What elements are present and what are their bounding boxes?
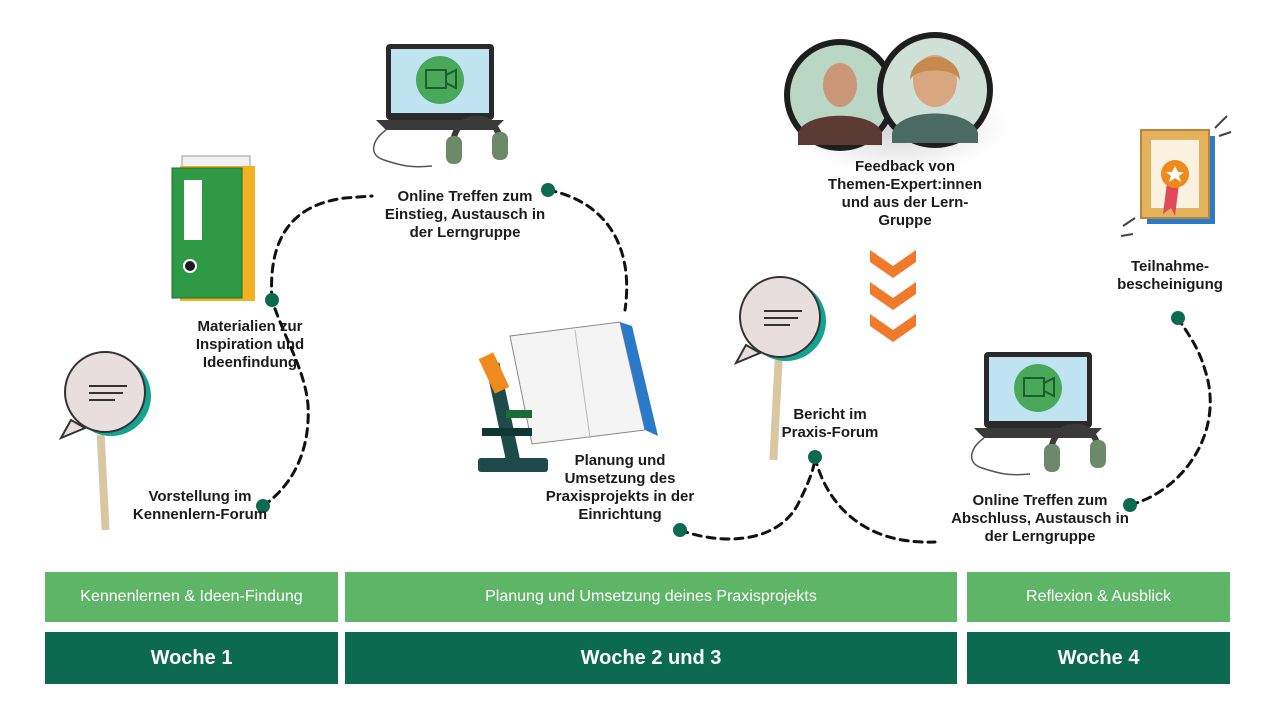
phase-bar-kennenlernen: Kennenlernen & Ideen-Findung	[45, 572, 338, 622]
step-label-online-treffen-abschluss: Online Treffen zum Abschluss, Austausch …	[951, 492, 1129, 545]
node-dot	[808, 450, 822, 464]
certificate-icon	[1120, 115, 1232, 237]
speech-sign-icon	[58, 351, 151, 531]
week-bar-2-3: Woche 2 und 3	[345, 632, 957, 684]
binder-icon	[171, 155, 255, 301]
week-bar-4: Woche 4	[967, 632, 1230, 684]
expert-photos	[784, 32, 1008, 173]
phase-bar-planung: Planung und Umsetzung deines Praxisproje…	[345, 572, 957, 622]
node-dot	[541, 183, 555, 197]
microscope-notebook-icon	[478, 321, 658, 472]
node-dot	[256, 499, 270, 513]
step-label-online-treffen-einstieg: Online Treffen zum Einstieg, Austausch i…	[384, 188, 546, 241]
week-bar-1: Woche 1	[45, 632, 338, 684]
step-label-feedback: Feedback von Themen-Expert:innen und aus…	[827, 158, 983, 229]
node-dot	[265, 293, 279, 307]
step-label-bericht: Bericht im Praxis-Forum	[781, 406, 879, 441]
phase-bar-reflexion: Reflexion & Ausblick	[967, 572, 1230, 622]
node-dot	[1123, 498, 1137, 512]
expert-photo-1	[784, 39, 896, 151]
step-label-materialien: Materialien zur Inspiration und Ideenfin…	[195, 318, 305, 371]
chevron-down-icon	[870, 250, 916, 342]
speech-sign-icon	[733, 276, 826, 461]
node-dot	[1171, 311, 1185, 325]
laptop-headphones-icon	[373, 44, 508, 168]
step-label-planung: Planung und Umsetzung des Praxisprojekts…	[545, 452, 695, 523]
expert-photo-2	[877, 32, 993, 148]
step-label-teilnahme: Teilnahme- bescheinigung	[1117, 258, 1223, 293]
step-label-vorstellung: Vorstellung im Kennenlern-Forum	[132, 488, 268, 523]
node-dot	[673, 523, 687, 537]
laptop-headphones-icon	[971, 352, 1106, 476]
